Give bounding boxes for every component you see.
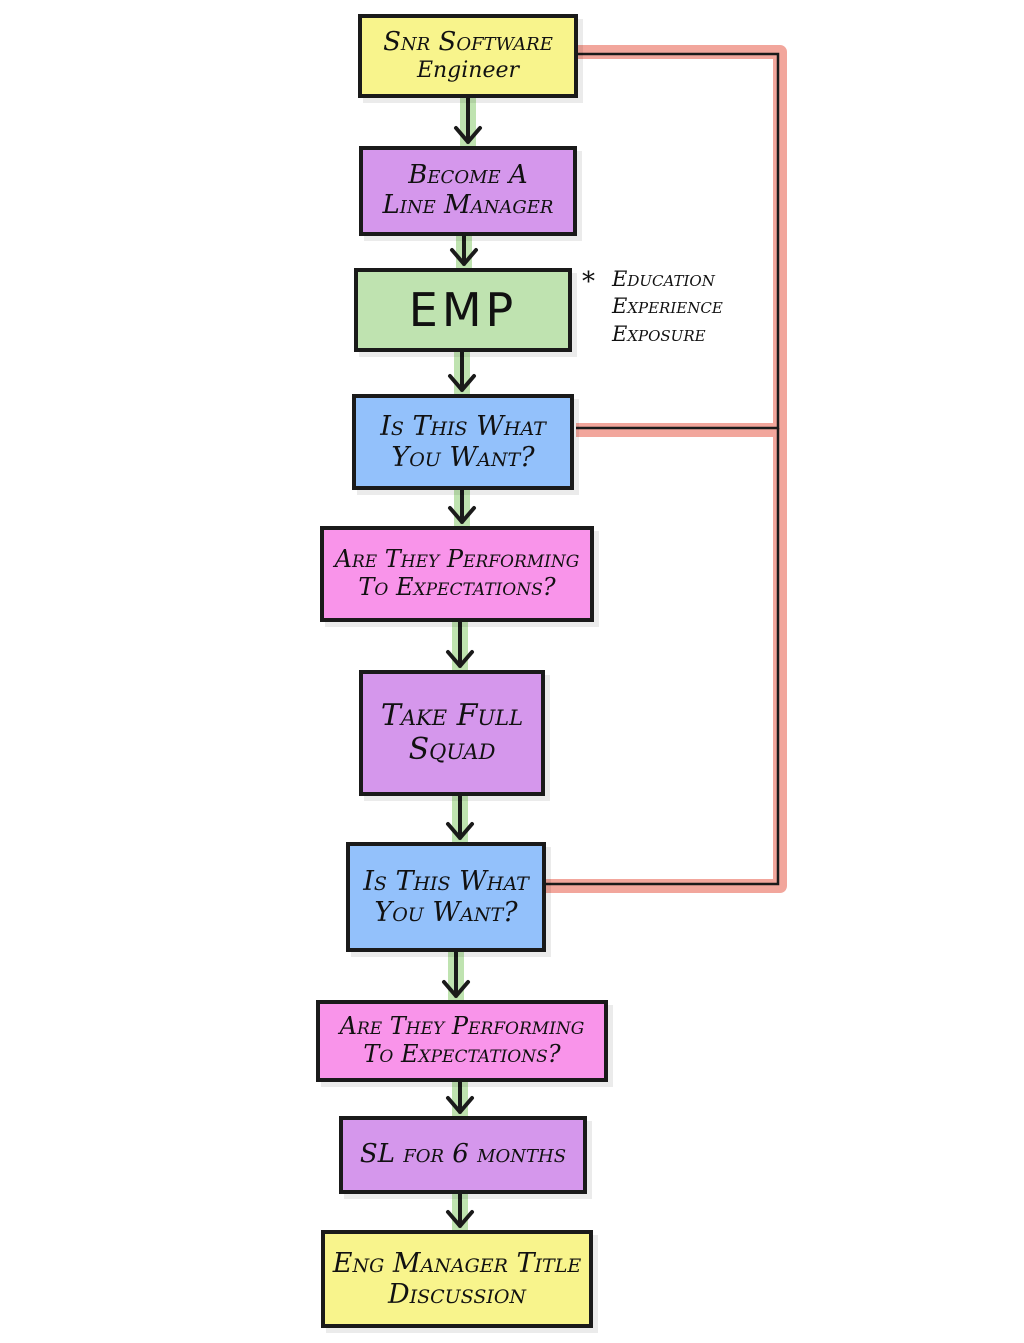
step-label: To Expectations?: [363, 1040, 561, 1068]
note-item-experience: Experience: [612, 294, 723, 319]
flow-arrows: [442, 96, 482, 1228]
arrow-9: [446, 1192, 474, 1228]
arrow-1: [454, 96, 482, 144]
step-label: To Expectations?: [358, 573, 556, 601]
feedback-loop: [546, 45, 787, 893]
step-label: Snr Software: [383, 27, 553, 58]
step-label: EMP: [408, 282, 518, 337]
step-label: Eng Manager Title: [332, 1247, 582, 1279]
step-label: Discussion: [387, 1279, 527, 1310]
step-label: Are They Performing: [334, 545, 580, 574]
step-snr-software-engineer: Snr Software Engineer: [358, 14, 578, 98]
note-item-exposure: Exposure: [612, 321, 706, 346]
emp-note: * Education Experience Exposure: [582, 266, 723, 348]
step-performing-to-expectations-1: Are They Performing To Expectations?: [320, 526, 594, 622]
step-label: Take Full: [380, 697, 524, 733]
step-label: Become A: [408, 160, 528, 191]
step-label: Line Manager: [382, 190, 554, 220]
step-performing-to-expectations-2: Are They Performing To Expectations?: [316, 1000, 608, 1082]
step-label: Squad: [408, 732, 496, 767]
step-is-this-what-you-want-2: Is This What You Want?: [346, 842, 546, 952]
step-take-full-squad: Take Full Squad: [359, 670, 545, 796]
step-label: Is This What: [380, 410, 546, 442]
arrow-2: [450, 234, 478, 266]
step-sl-six-months: SL for 6 months: [339, 1116, 587, 1194]
step-eng-manager-title-discussion: Eng Manager Title Discussion: [321, 1230, 593, 1328]
note-item-education: Education: [612, 267, 715, 291]
asterisk-icon: *: [582, 267, 595, 297]
arrow-3: [448, 350, 476, 392]
step-label: Engineer: [416, 58, 520, 84]
step-label: Are They Performing: [339, 1012, 585, 1041]
step-is-this-what-you-want-1: Is This What You Want?: [352, 394, 574, 490]
arrow-4: [448, 488, 476, 524]
arrow-5: [446, 620, 474, 668]
step-label: Is This What: [363, 865, 529, 897]
step-label: You Want?: [374, 897, 518, 928]
arrow-7: [442, 950, 470, 998]
step-emp: EMP: [354, 268, 572, 352]
step-label: You Want?: [391, 442, 535, 473]
arrow-8: [446, 1080, 474, 1114]
step-label: SL for 6 months: [359, 1139, 567, 1170]
step-become-line-manager: Become A Line Manager: [359, 146, 577, 236]
arrow-6: [446, 794, 474, 840]
